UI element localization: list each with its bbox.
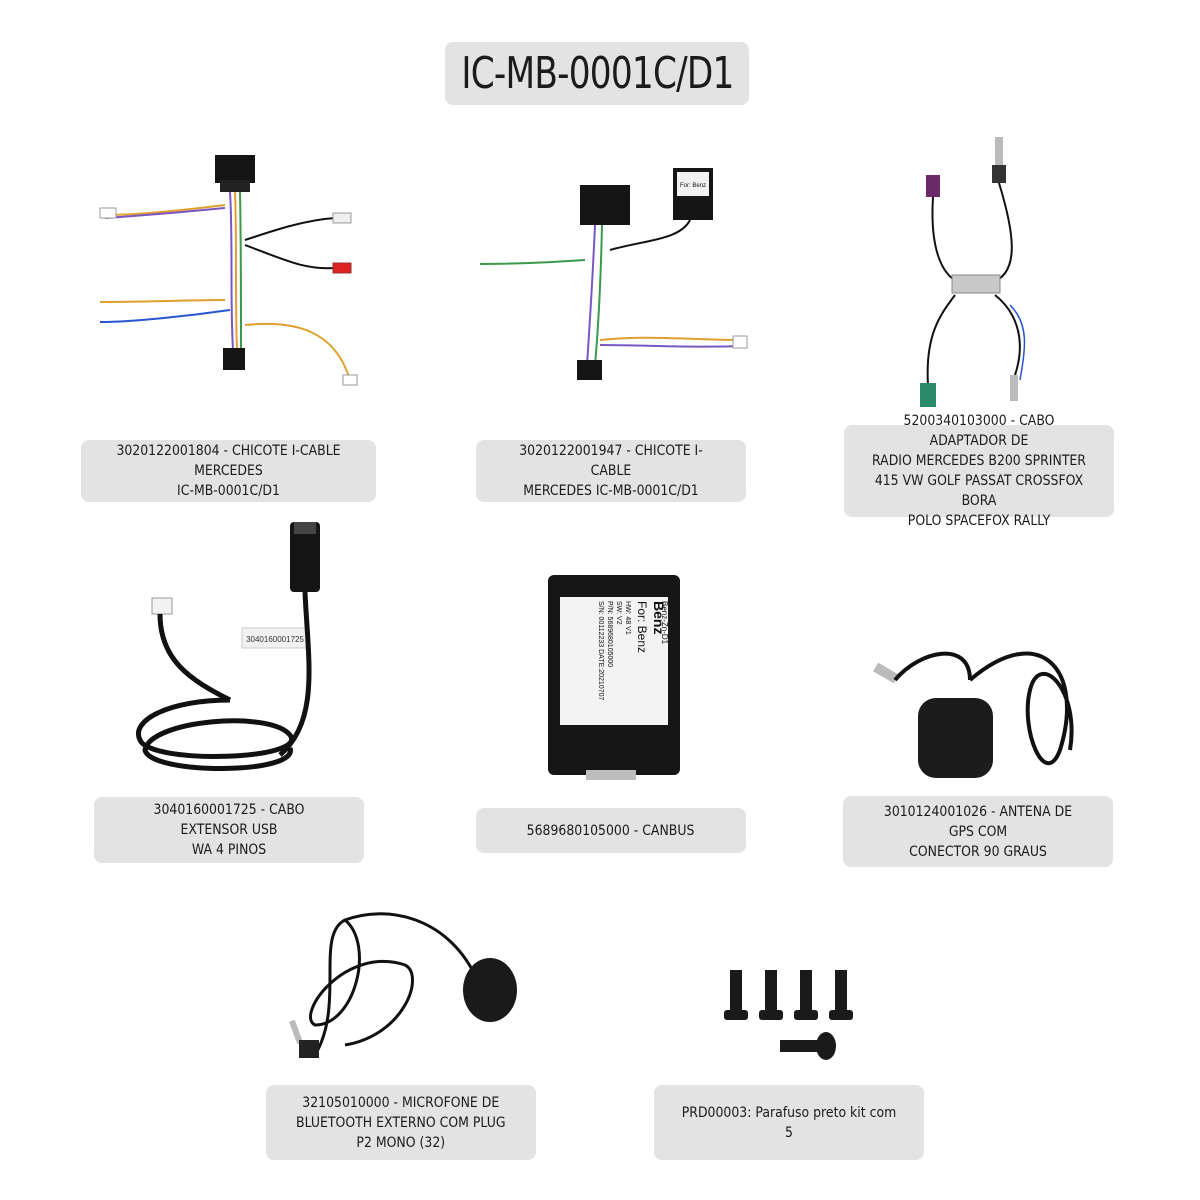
canbus-label-sw: SW: V2 <box>615 601 622 625</box>
canbus-label-model: Benz-Zn-D1 <box>660 601 669 645</box>
page-title-text: IC-MB-0001C/D1 <box>460 48 734 99</box>
product-image-microphone <box>285 905 525 1070</box>
canbus-label-brand: Benz <box>651 601 667 634</box>
product-image-usb-cable: 3040160001725 <box>130 520 345 785</box>
canbus-label-hw: HW: 48 V1 <box>624 601 631 635</box>
bluetooth-microphone-icon <box>289 912 517 1058</box>
caption-harness-module: 3020122001947 - CHICOTE I-CABLE MERCEDES… <box>476 440 746 502</box>
caption-screws: PRD00003: Parafuso preto kit com 5 <box>654 1085 924 1160</box>
usb-extension-cable-icon: 3040160001725 <box>136 522 320 771</box>
caption-usb-cable: 3040160001725 - CABO EXTENSOR USB WA 4 P… <box>94 797 364 863</box>
wiring-harness-icon <box>99 155 358 386</box>
canbus-module-icon: Benz For: Benz HW: 48 V1 SW: V2 P/N: 568… <box>548 575 680 780</box>
caption-canbus: 5689680105000 - CANBUS <box>476 808 746 853</box>
usb-cable-tag: 3040160001725 <box>246 635 304 644</box>
product-image-screws <box>720 965 865 1060</box>
product-image-canbus: Benz For: Benz HW: 48 V1 SW: V2 P/N: 568… <box>548 575 688 780</box>
caption-antenna-adapter: 5200340103000 - CABO ADAPTADOR DE RADIO … <box>844 413 1114 529</box>
screws-icon <box>724 970 853 1060</box>
radio-antenna-adapter-icon <box>920 137 1026 407</box>
product-image-antenna-adapter <box>900 135 1060 415</box>
canbus-label-sn: S/N: 00112233 DATE:20210707 <box>597 601 604 700</box>
caption-gps-antenna: 3010124001026 - ANTENA DE GPS COM CONECT… <box>843 796 1113 867</box>
product-image-gps-antenna <box>870 630 1085 790</box>
product-image-harness-module: For: Benz <box>475 160 755 390</box>
caption-harness: 3020122001804 - CHICOTE I-CABLE MERCEDES… <box>81 440 376 502</box>
wiring-harness-module-icon: For: Benz <box>479 168 748 380</box>
canbus-label-pn: P/N: 5689680105000 <box>606 601 613 667</box>
canbus-label-for: For: Benz <box>635 601 649 653</box>
caption-microphone: 32105010000 - MICROFONE DE BLUETOOTH EXT… <box>266 1085 536 1160</box>
product-image-harness <box>95 150 375 400</box>
gps-antenna-icon <box>873 651 1074 778</box>
module-label-text: For: Benz <box>680 183 706 189</box>
page-title: IC-MB-0001C/D1 <box>445 42 749 105</box>
